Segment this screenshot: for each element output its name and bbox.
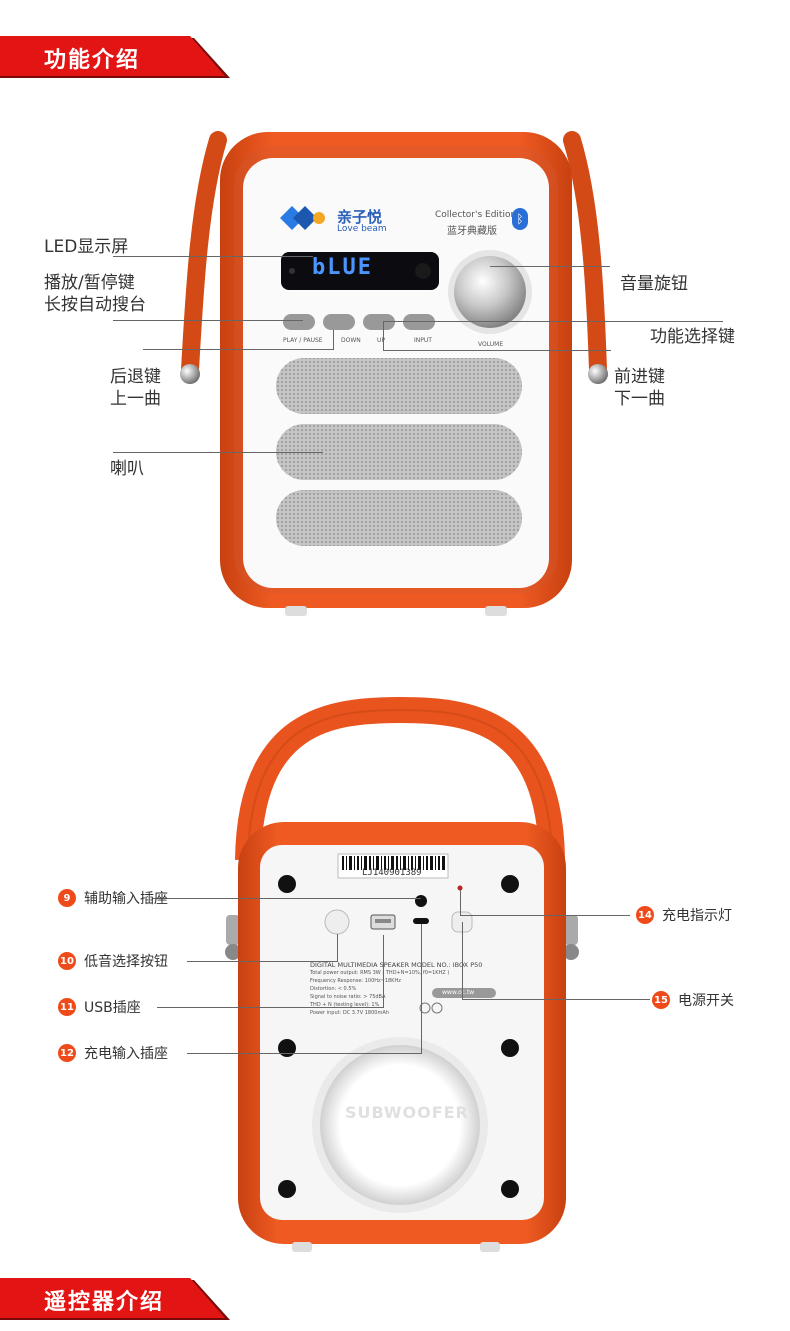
website-text: www.oc.tw [442,989,475,996]
led-display-text: bLUE [312,255,373,280]
up-button[interactable] [363,314,395,330]
label-speaker: 喇叭 [110,459,144,479]
badge-14: 14 [636,906,654,924]
label-charge-input-text: 充电输入插座 [84,1046,168,1062]
play-pause-label: PLAY / PAUSE [283,337,323,344]
badge-10: 10 [58,952,76,970]
edition-line2: 蓝牙典藏版 [447,226,497,237]
label-bass-select-text: 低音选择按钮 [84,954,168,970]
badge-12: 12 [58,1044,76,1062]
bluetooth-icon: ᛒ [512,208,528,230]
label-play-line2: 长按自动搜台 [44,295,146,315]
volume-label: VOLUME [478,341,504,348]
label-next-line2: 下一曲 [614,389,665,409]
label-charge-input: 12 充电输入插座 [58,1043,168,1063]
badge-9: 9 [58,889,76,907]
aux-input-jack[interactable] [415,895,427,907]
spec-line-4: Signal to noise ratio: > 75dBA [310,994,386,1000]
label-bass-select: 10 低音选择按钮 [58,951,168,971]
section-title-remote: 遥控器介绍 [44,1290,165,1315]
spec-line-1: Total power output: RMS 3W ( THD+N=10%, … [310,970,450,976]
play-pause-button[interactable] [283,314,315,330]
label-power-switch-text: 电源开关 [678,993,734,1009]
brand-logo-icon [280,206,325,230]
label-play-line1: 播放/暂停键 [44,273,135,293]
down-button[interactable] [323,314,355,330]
label-usb-text: USB插座 [84,1000,141,1016]
speaker-front-illustration [180,131,608,616]
input-label: INPUT [414,337,432,344]
label-function-key: 功能选择键 [650,327,735,347]
speaker-back-illustration [225,696,579,1252]
speaker-grille-middle [276,424,522,480]
badge-15: 15 [652,991,670,1009]
strap-ball-right [588,364,608,384]
label-prev-line2: 上一曲 [110,389,161,409]
label-led-display: LED显示屏 [44,237,129,257]
label-aux-input-text: 辅助输入插座 [84,891,168,907]
edition-line1: Collector's Edition [435,210,517,220]
barcode-text: LJ140901389 [362,868,422,878]
strap-ball-left [180,364,200,384]
input-button[interactable] [403,314,435,330]
up-label: UP [377,337,386,344]
label-prev-line1: 后退键 [110,367,161,387]
spec-line-3: Distortion: < 0.5% [310,986,357,992]
label-power-switch: 15 电源开关 [652,990,734,1010]
led-display [281,252,439,290]
badge-11: 11 [58,998,76,1016]
spec-title: DIGITAL MULTIMEDIA SPEAKER MODEL NO.: IB… [310,961,483,969]
down-label: DOWN [341,337,361,344]
subwoofer-text: SUBWOOFER [345,1103,469,1122]
section-title-features: 功能介绍 [44,48,141,73]
brand-name: 亲子悦 [337,208,383,226]
label-usb: 11 USB插座 [58,997,141,1017]
spec-line-6: Power input: DC 3.7V 1800mAh [310,1010,389,1016]
label-next-line1: 前进键 [614,367,665,387]
charge-indicator-led [457,885,463,891]
label-charge-indicator: 14 充电指示灯 [636,905,732,925]
label-aux-input: 9 辅助输入插座 [58,888,168,908]
spec-line-2: Frequency Response: 100Hz~18KHz [310,978,401,984]
speaker-grille-top [276,358,522,414]
spec-line-5: THD + N (testing level): 1% [310,1002,380,1008]
charge-input-port[interactable] [413,918,429,924]
label-volume-knob: 音量旋钮 [620,274,688,294]
label-charge-indicator-text: 充电指示灯 [662,908,732,924]
bass-select-button[interactable] [324,909,350,935]
brand-subname: Love beam [337,224,387,234]
speaker-grille-bottom [276,490,522,546]
